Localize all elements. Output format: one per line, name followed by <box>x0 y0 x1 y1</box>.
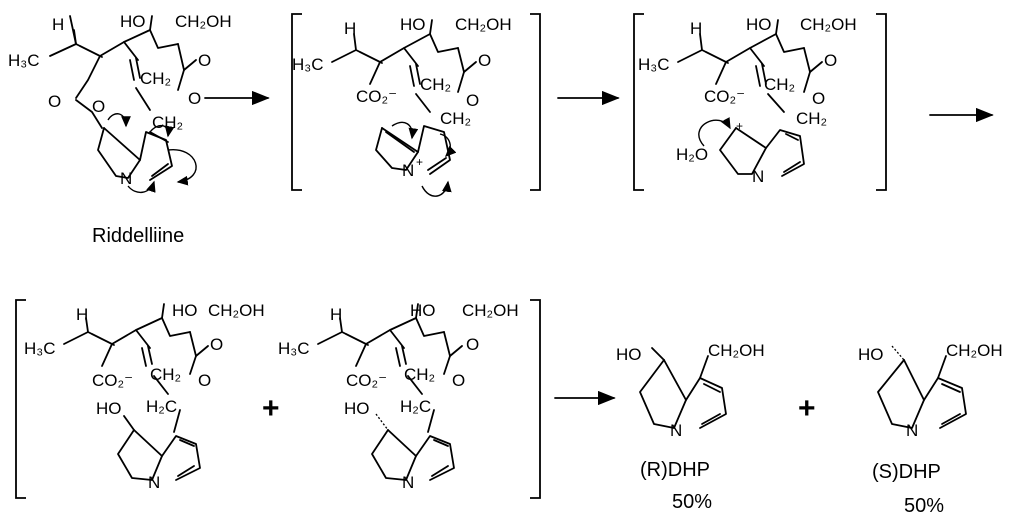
r2-H3C: H₃C <box>292 55 323 74</box>
intermediate-3a: HO CH₂OH H H₃C CO₂⁻ CH₂ O O H₂C HO N <box>24 301 265 492</box>
r2-CH2OH: CH₂OH <box>455 15 512 34</box>
r3-O4: O <box>824 51 837 70</box>
r2-O3: O <box>466 91 479 110</box>
r4-H: H <box>76 305 88 324</box>
r5-O4: O <box>466 335 479 354</box>
r1-CH2a: CH₂ <box>140 69 171 88</box>
r5-O3: O <box>452 371 465 390</box>
r-dhp-percent: 50% <box>672 491 712 513</box>
r1-N: N <box>120 169 132 188</box>
r5-H3C: H₃C <box>278 339 309 358</box>
r3-CH2b: CH₂ <box>796 109 827 128</box>
r5-CO2: CO₂⁻ <box>346 371 387 390</box>
rdhp-N: N <box>670 421 682 440</box>
r3-CO2: CO₂⁻ <box>704 87 745 106</box>
r-dhp-structure: HO CH₂OH N <box>616 341 765 440</box>
rdhp-CH2OH: CH₂OH <box>708 341 765 360</box>
r5-H: H <box>330 305 342 324</box>
r3-H2O: H₂O <box>676 145 708 164</box>
r2-CH2a: CH₂ <box>420 75 451 94</box>
r1-CH2OH: CH₂OH <box>175 12 232 31</box>
r4-N: N <box>148 473 160 492</box>
bracket-left-row2 <box>15 299 26 499</box>
plus-sign-1: + <box>262 392 280 425</box>
r1-HO: HO <box>120 12 146 31</box>
r4-O4: O <box>210 335 223 354</box>
r3-CH2OH: CH₂OH <box>800 15 857 34</box>
r4-O3: O <box>198 371 211 390</box>
r-dhp-label: (R)DHP <box>640 459 710 481</box>
s-dhp-structure: HO CH₂OH N <box>858 341 1003 440</box>
intermediate-3b: HO CH₂OH H H₃C CO₂⁻ CH₂ O O H₂C HO N <box>278 301 519 492</box>
r3-H3C: H₃C <box>638 55 669 74</box>
r2-O4: O <box>478 51 491 70</box>
plus-sign-2: + <box>798 392 816 425</box>
r5-H2C: H₂C <box>400 397 431 416</box>
riddelliine-label: Riddelliine <box>92 225 184 247</box>
r2-N: N <box>402 161 414 180</box>
r2-HO: HO <box>400 15 426 34</box>
r3-O3: O <box>812 89 825 108</box>
intermediate-2: HO CH₂OH H H₃C CO₂⁻ CH₂ O O CH₂ H₂O + N <box>633 13 887 191</box>
r5-HO-ring: HO <box>344 399 370 418</box>
r1-O1: O <box>48 92 61 111</box>
r3-H: H <box>690 19 702 38</box>
sdhp-HO: HO <box>858 345 884 364</box>
r3-HO: HO <box>746 15 772 34</box>
r4-H2C: H₂C <box>146 397 177 416</box>
bracket-right-row2 <box>530 299 541 499</box>
sdhp-CH2OH: CH₂OH <box>946 341 1003 360</box>
riddelliine-structure: HO CH₂OH H H₃C O O CH₂ O O CH₂ N <box>8 12 232 193</box>
r2-plus-charge: + <box>416 155 423 169</box>
rdhp-HO: HO <box>616 345 642 364</box>
r1-H: H <box>52 15 64 34</box>
s-dhp-percent: 50% <box>904 495 944 517</box>
r3-plus-charge: + <box>736 119 743 133</box>
r4-CH2OH: CH₂OH <box>208 301 265 320</box>
r1-O3: O <box>188 89 201 108</box>
r4-CH2a: CH₂ <box>150 365 181 384</box>
r4-H3C: H₃C <box>24 339 55 358</box>
r2-CO2: CO₂⁻ <box>356 87 397 106</box>
intermediate-1: HO CH₂OH H H₃C CO₂⁻ CH₂ O O CH₂ N + <box>291 13 541 197</box>
r4-HO: HO <box>172 301 198 320</box>
r3-CH2a: CH₂ <box>764 75 795 94</box>
r5-HO: HO <box>410 301 436 320</box>
r4-CO2: CO₂⁻ <box>92 371 133 390</box>
s-dhp-label: (S)DHP <box>872 461 941 483</box>
sdhp-N: N <box>906 421 918 440</box>
r3-N: N <box>752 167 764 186</box>
r5-CH2a: CH₂ <box>404 365 435 384</box>
r5-CH2OH: CH₂OH <box>462 301 519 320</box>
r1-O4: O <box>198 51 211 70</box>
r2-CH2b: CH₂ <box>440 109 471 128</box>
r1-CH2b: CH₂ <box>152 113 183 132</box>
r1-H3C: H₃C <box>8 51 39 70</box>
r2-H: H <box>344 19 356 38</box>
r5-N: N <box>402 473 414 492</box>
r4-HO-ring: HO <box>96 399 122 418</box>
r1-O2: O <box>92 97 105 116</box>
